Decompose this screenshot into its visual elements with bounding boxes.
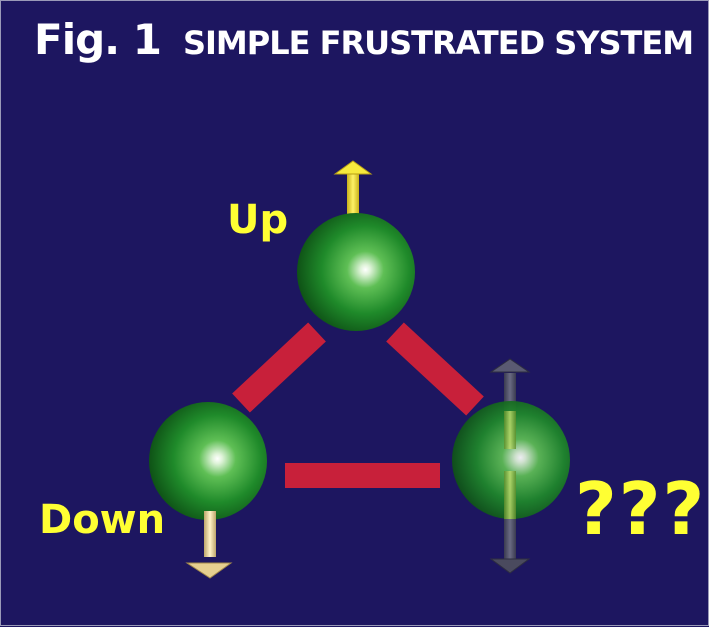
spin-arrow-unknown-overlay-icon [489, 411, 531, 574]
spin-site-left [149, 402, 267, 520]
bond-top-right [386, 322, 484, 416]
spin-arrow-up-icon [333, 160, 373, 221]
label-up: Up [227, 197, 288, 243]
spin-arrow-down-icon [185, 511, 233, 579]
spin-site-top [297, 213, 415, 331]
bond-left-right [285, 463, 440, 488]
figure-title: Fig. 1 SIMPLE FRUSTRATED SYSTEM [34, 15, 694, 64]
bond-top-left [232, 322, 326, 413]
spin-site-right [452, 401, 570, 519]
label-down: Down [39, 497, 165, 543]
figure-number: Fig. 1 [34, 15, 162, 64]
figure-heading: SIMPLE FRUSTRATED SYSTEM [182, 24, 694, 62]
label-unknown: ??? [575, 467, 706, 551]
